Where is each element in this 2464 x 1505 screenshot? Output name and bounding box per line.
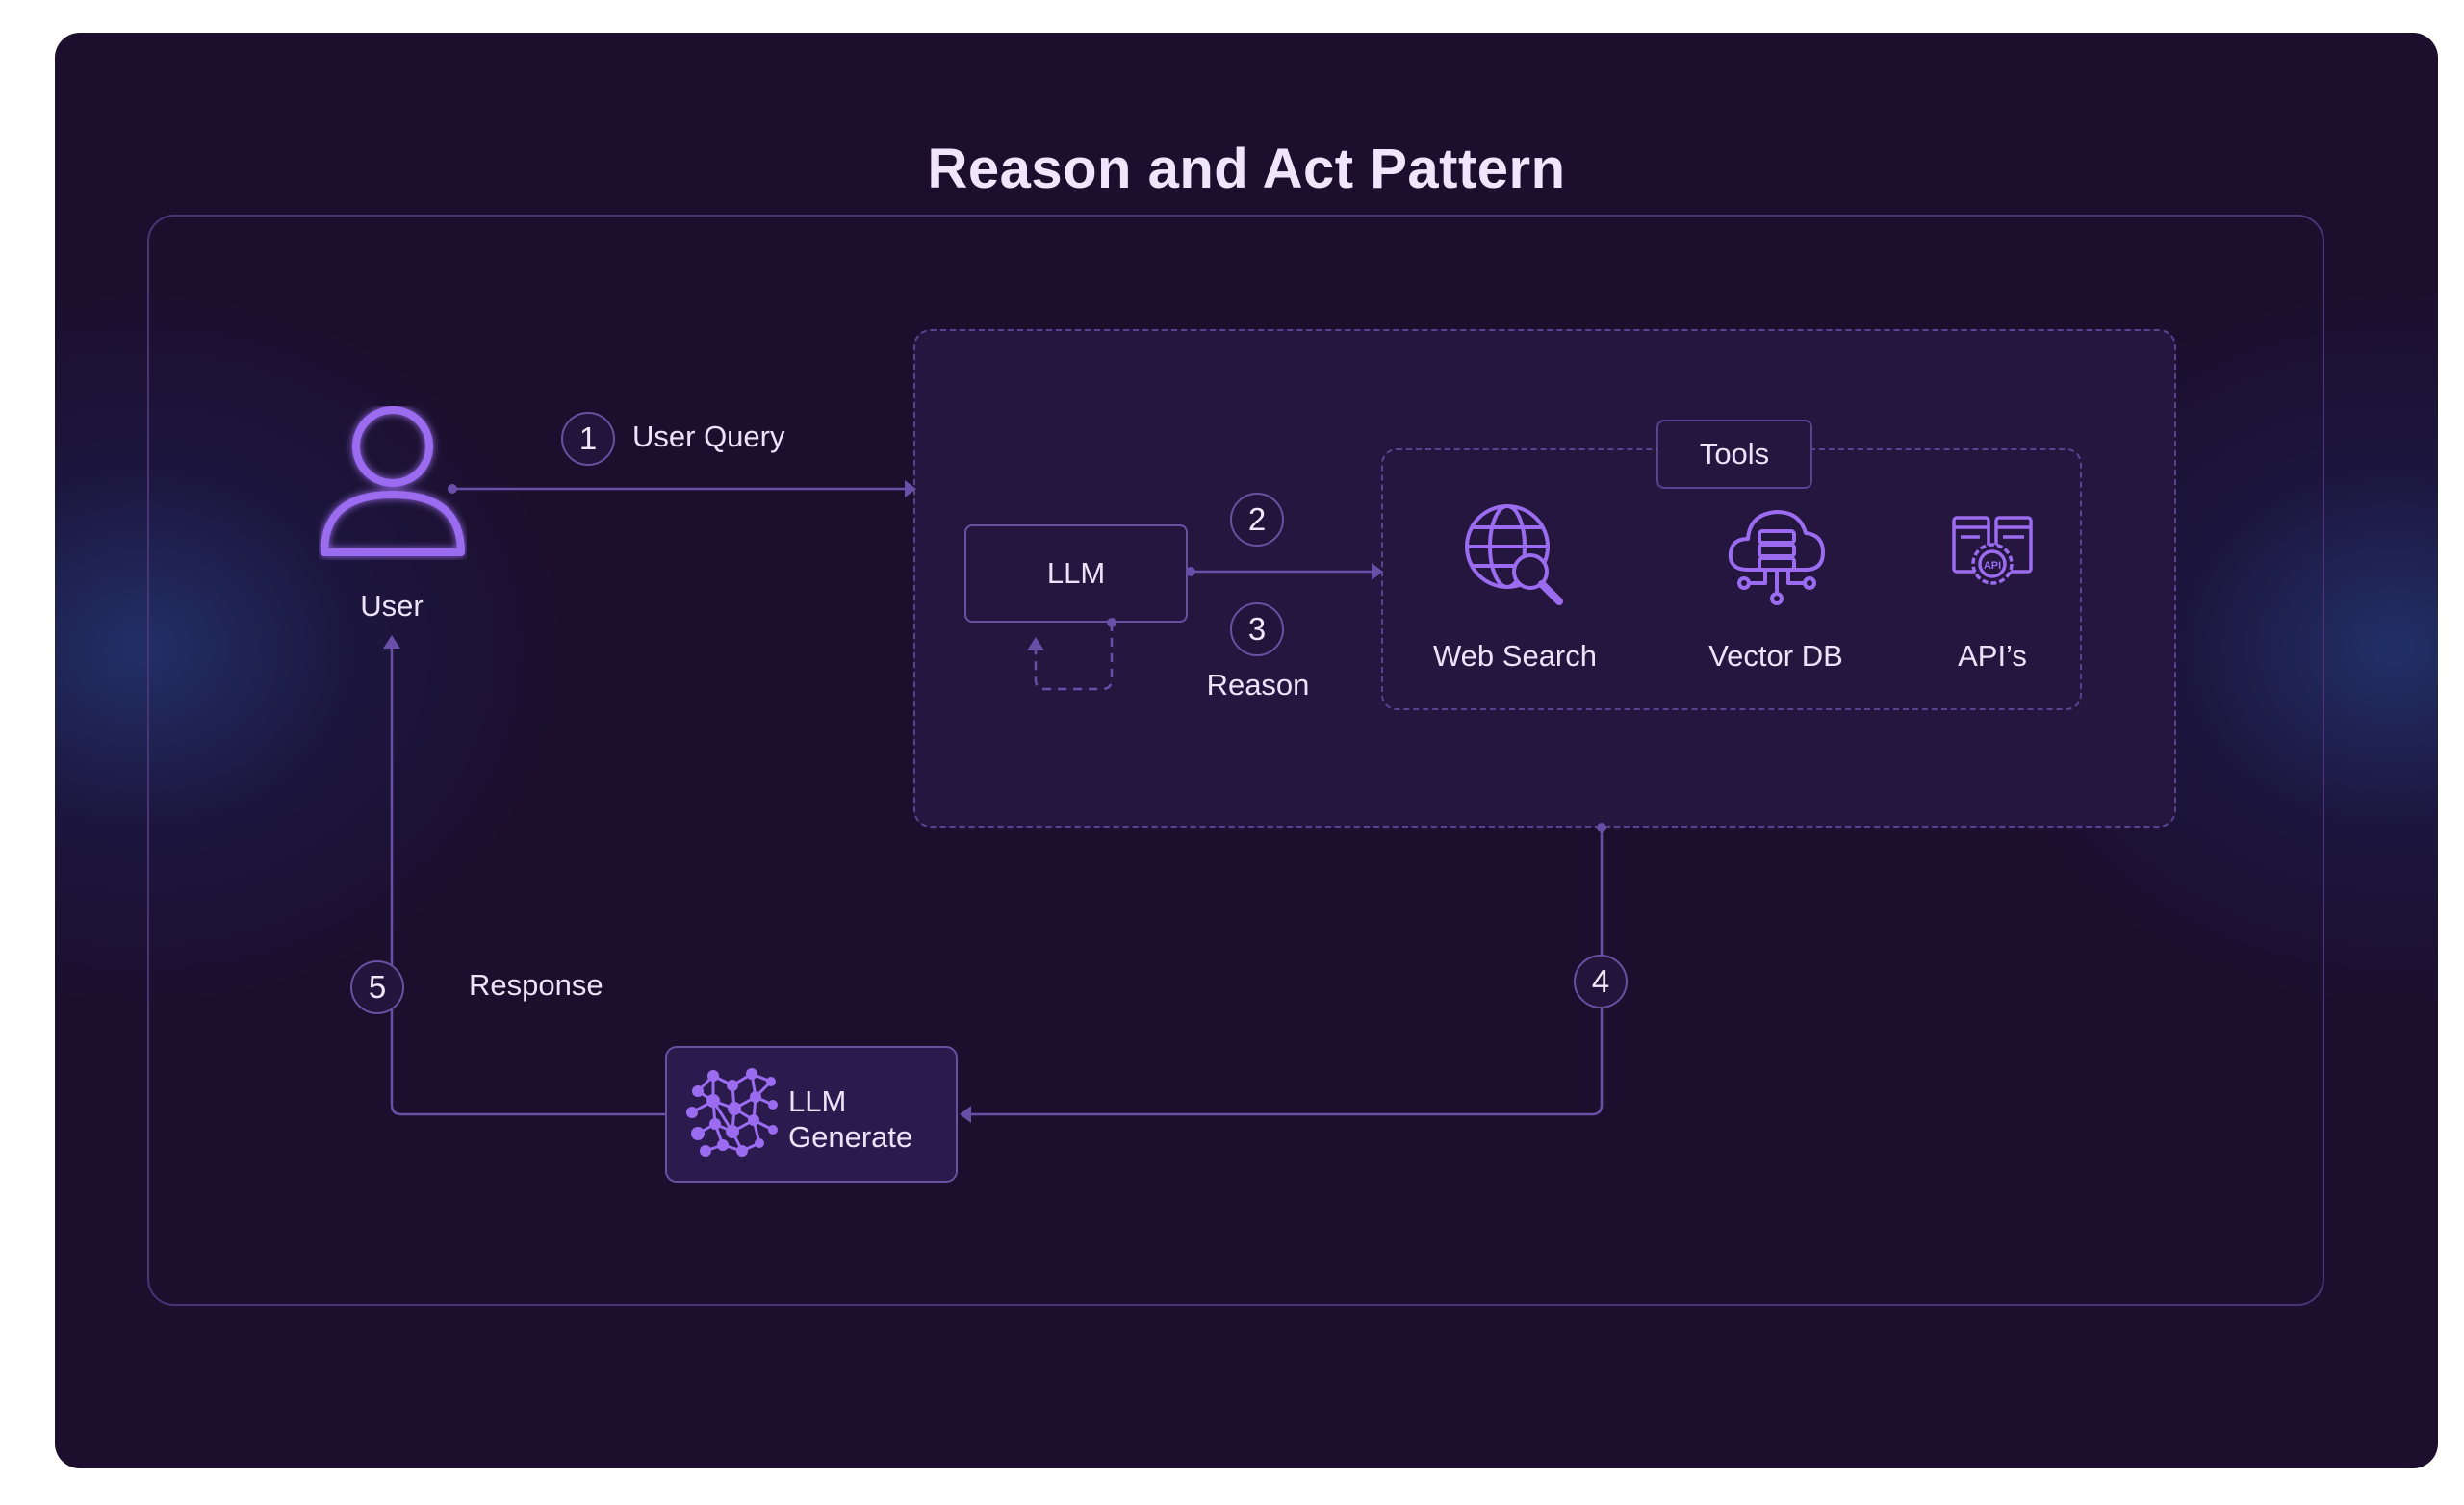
diagram-frame — [147, 215, 2324, 1306]
step-1-badge: 1 — [561, 412, 615, 466]
diagram-canvas: Reason and Act Pattern — [55, 33, 2438, 1468]
step-1-label: User Query — [632, 420, 785, 453]
connector-dot — [1597, 823, 1606, 832]
connector-lines — [383, 480, 1606, 1123]
diagram-title: Reason and Act Pattern — [927, 138, 1566, 200]
step-3-badge: 3 — [1230, 602, 1284, 656]
tool-label-web-search: Web Search — [1432, 639, 1597, 673]
neural-network-icon — [686, 1068, 778, 1157]
step-3-label: Reason — [1206, 668, 1310, 701]
api-gear-icon: API — [1952, 516, 2033, 585]
arrow-agent-to-generate — [971, 828, 1604, 1116]
tool-label-vector-db: Vector DB — [1708, 639, 1843, 673]
arrowhead — [960, 1106, 971, 1123]
step-5-badge: 5 — [350, 960, 404, 1014]
user-icon — [321, 406, 465, 556]
connector-dot — [1186, 567, 1195, 576]
step-4-badge: 4 — [1574, 955, 1628, 1008]
reason-loop — [1034, 623, 1114, 691]
globe-search-icon — [1465, 504, 1563, 605]
connector-dot — [448, 484, 457, 494]
llm-node: LLM — [964, 524, 1188, 623]
llm-generate-line-2: Generate — [788, 1120, 913, 1154]
step-5-label: Response — [469, 968, 603, 1002]
llm-generate-line-1: LLM — [788, 1084, 847, 1118]
arrowhead — [1372, 563, 1383, 580]
arrow-response — [390, 647, 665, 1116]
llm-generate-label: LLM Generate — [788, 1084, 952, 1155]
step-2-badge: 2 — [1230, 493, 1284, 547]
connector-dot — [1107, 618, 1116, 627]
svg-text:API: API — [1984, 560, 2001, 572]
tool-label-apis: API’s — [1958, 639, 2027, 673]
cloud-database-icon — [1728, 510, 1825, 605]
user-label: User — [360, 589, 424, 623]
arrowhead — [383, 635, 400, 649]
arrowhead — [1027, 637, 1044, 650]
tools-label: Tools — [1656, 420, 1812, 489]
arrowhead — [905, 480, 916, 497]
